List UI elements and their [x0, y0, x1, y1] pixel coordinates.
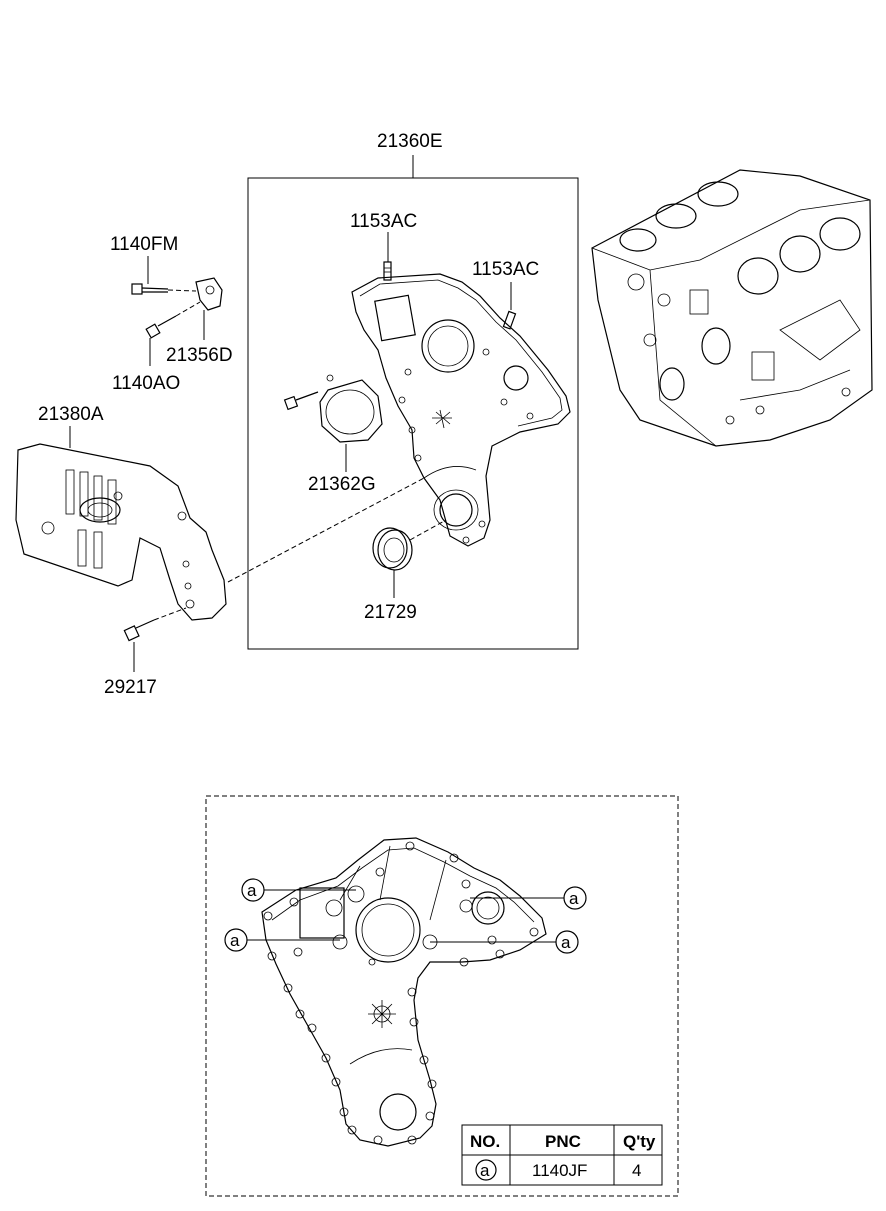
label-1153AC-b: 1153AC — [472, 259, 539, 280]
oil-seal-21729 — [372, 527, 413, 571]
label-1153AC-a: 1153AC — [350, 211, 417, 232]
svg-text:a: a — [561, 933, 571, 952]
label-21360E: 21360E — [377, 131, 443, 152]
dash-1140AO-bracket — [175, 301, 201, 317]
dash-1140FM-bracket — [167, 289, 197, 292]
table-cell-pnc: 1140JF — [532, 1161, 587, 1180]
dowel-pin-1153AC-b — [502, 310, 517, 330]
label-1140AO: 1140AO — [112, 373, 180, 394]
pnc-table: NO. PNC Q'ty a 1140JF 4 — [461, 1124, 663, 1186]
callout-a-upper-left: a — [241, 878, 365, 903]
svg-text:a: a — [247, 881, 257, 900]
svg-text:a: a — [230, 931, 240, 950]
table-cell-qty: 4 — [632, 1161, 641, 1180]
dash-29217-shield — [153, 607, 187, 621]
table-header-pnc: PNC — [545, 1132, 581, 1151]
dash-seal-to-cover — [409, 519, 447, 541]
table-header-no: NO. — [470, 1132, 500, 1151]
callout-a-upper-right: a — [459, 886, 587, 913]
bolt-29217 — [123, 619, 155, 642]
bracket-21356D — [195, 277, 223, 311]
label-1140FM: 1140FM — [110, 234, 178, 255]
label-21362G: 21362G — [308, 474, 376, 495]
bolt-1140AO — [145, 315, 177, 339]
table-row-symbol-circle — [475, 1159, 497, 1181]
bolt-1140FM — [131, 283, 169, 295]
detail-bolt-holes — [263, 841, 539, 1145]
label-21356D: 21356D — [166, 345, 233, 366]
svg-text:a: a — [569, 889, 579, 908]
detail-timing-cover — [261, 837, 547, 1147]
label-21380A: 21380A — [38, 404, 104, 425]
label-21729: 21729 — [364, 602, 417, 623]
timing-cover-part — [351, 273, 571, 547]
table-cell-no: a — [480, 1161, 490, 1180]
table-header-qty: Q'ty — [623, 1132, 656, 1151]
callout-a-lower-right: a — [422, 930, 579, 954]
label-29217: 29217 — [104, 677, 157, 698]
bolt-small — [283, 391, 319, 411]
callout-a-lower-left: a — [224, 928, 348, 952]
dash-shield-to-cover — [227, 477, 425, 583]
timing-shield-21380A — [15, 443, 227, 621]
engine-block — [591, 169, 873, 447]
detail-frame — [205, 795, 679, 1197]
cover-plate-21362G — [319, 374, 383, 443]
